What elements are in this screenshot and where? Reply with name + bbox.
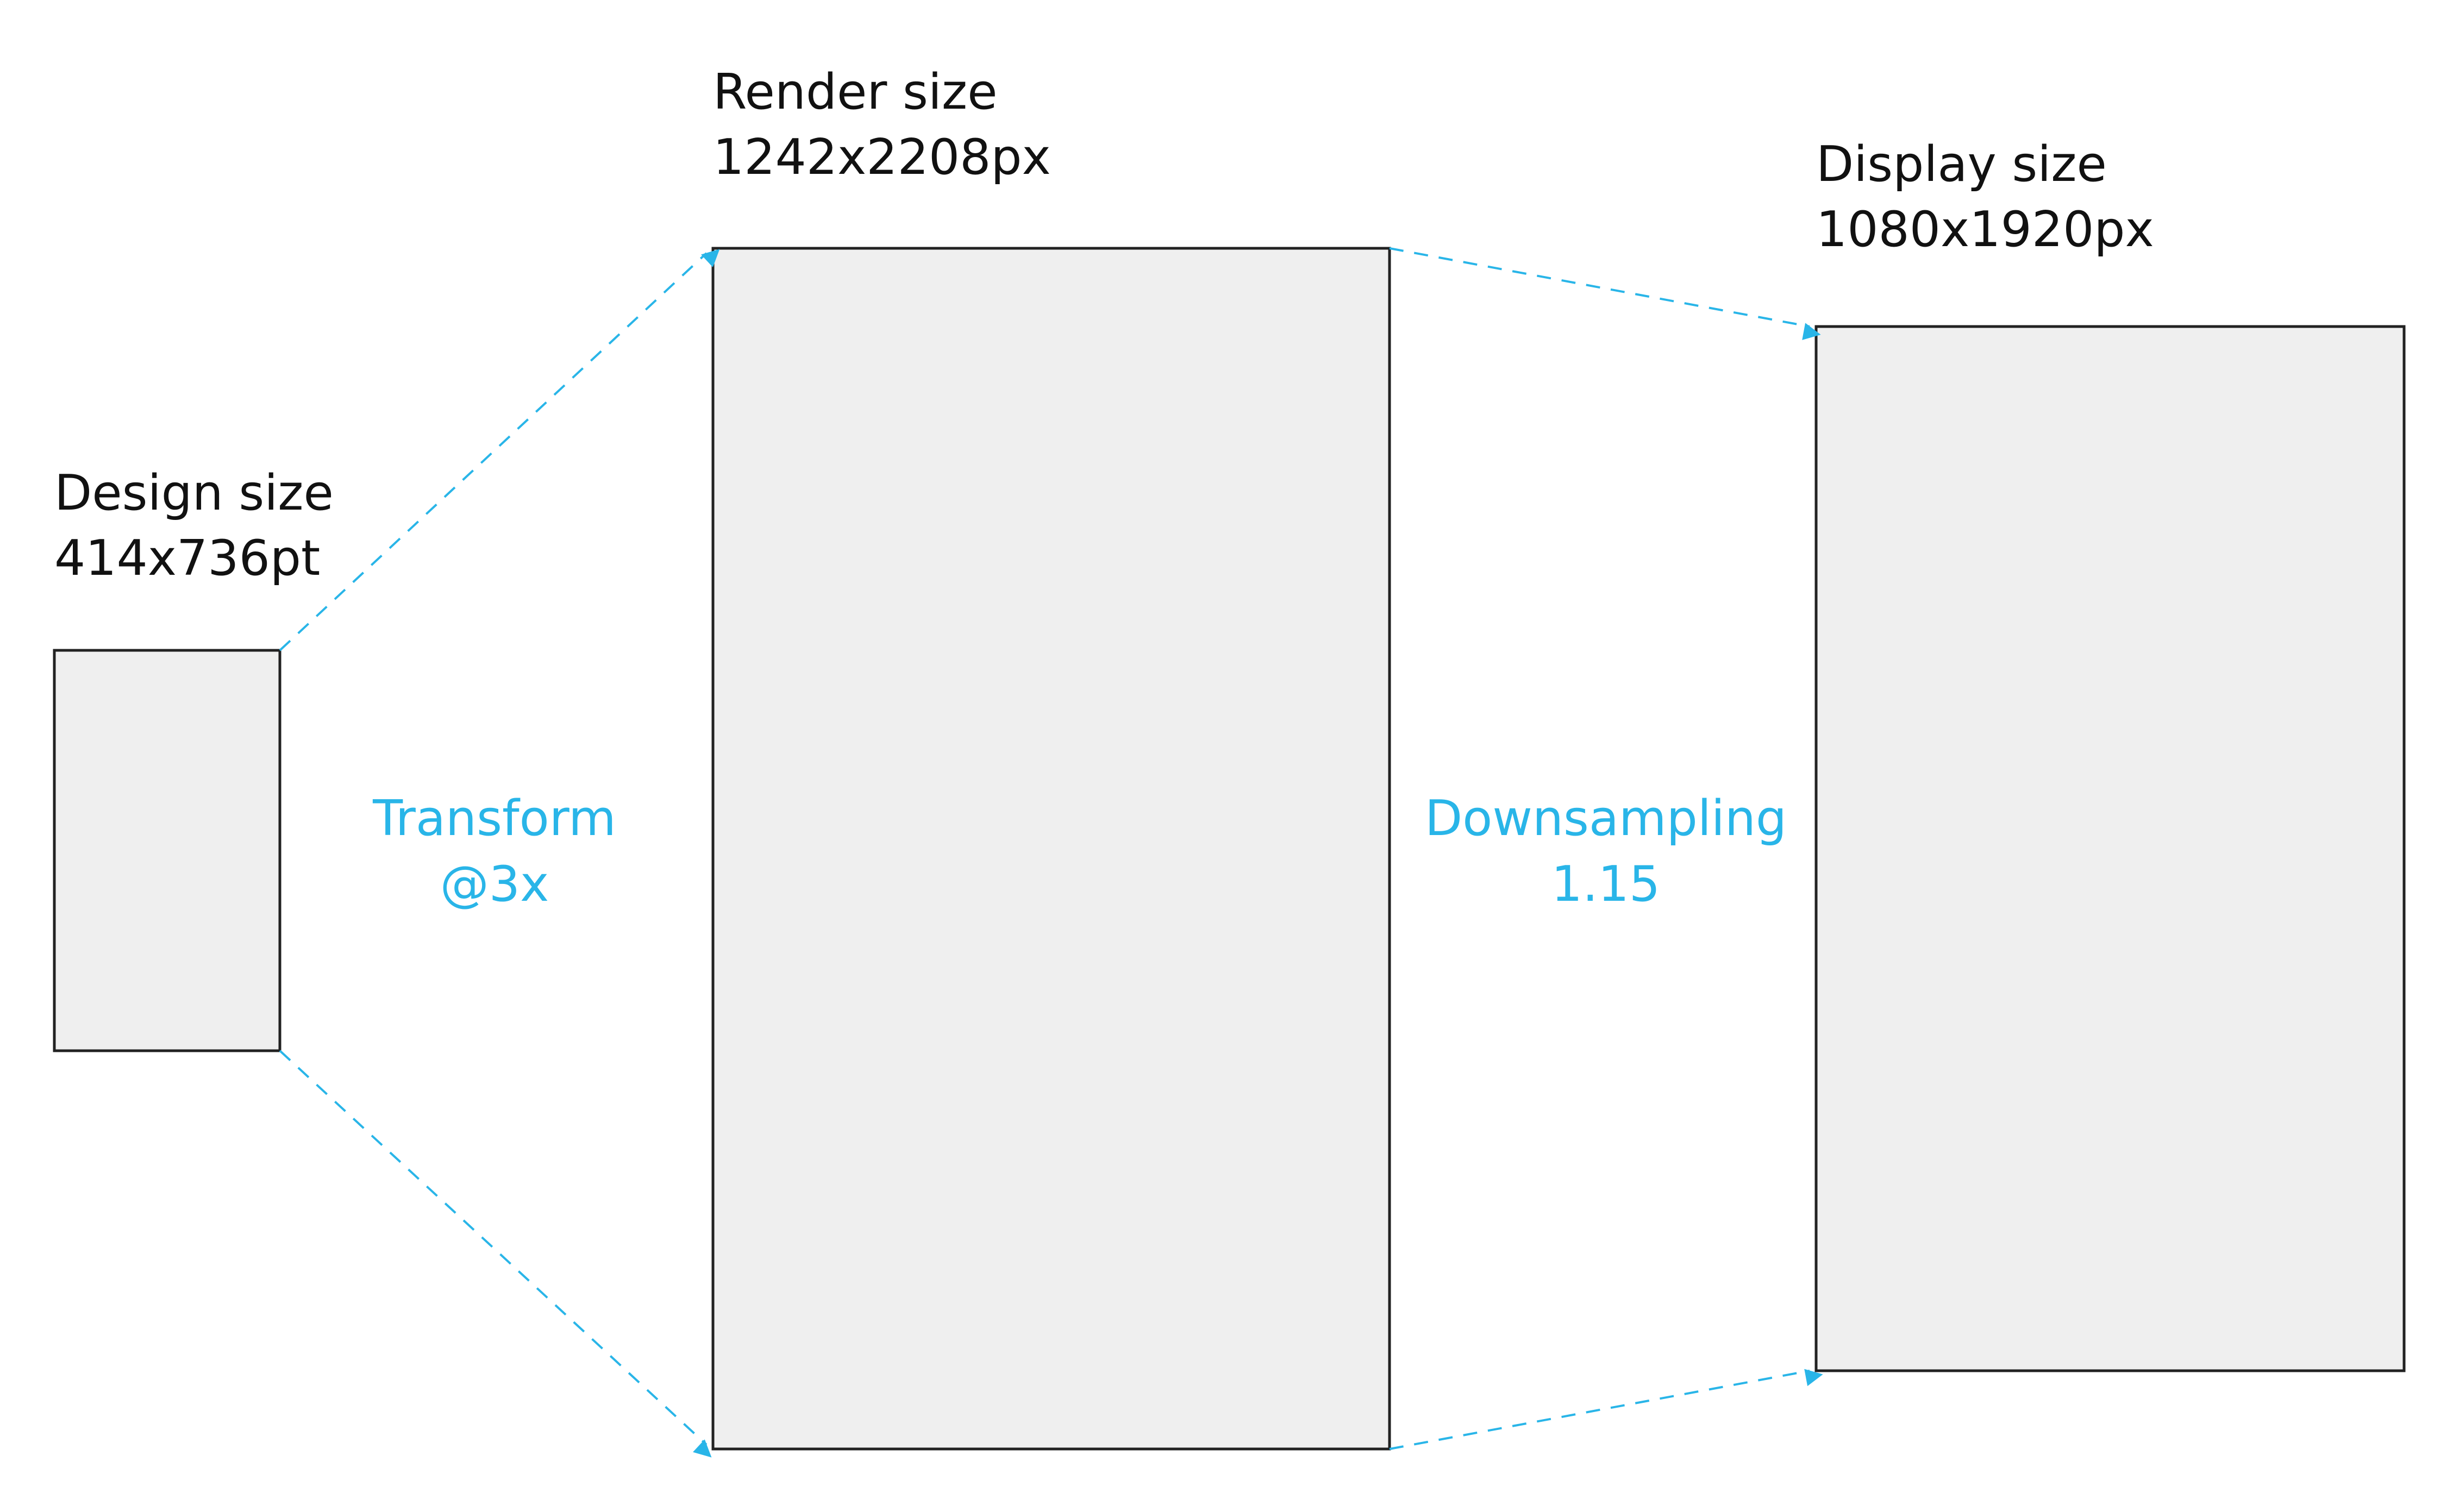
connector-design-to-render-bottom <box>279 1050 712 1458</box>
connector-render-to-display-bottom <box>1389 1369 1823 1450</box>
transform-label: Transform <box>372 790 616 847</box>
display-size-value: 1080x1920px <box>1816 201 2154 258</box>
connector-design-to-render-top <box>279 249 720 651</box>
design-size-value: 414x736pt <box>54 530 320 587</box>
downsampling-factor: 1.15 <box>1551 856 1660 913</box>
design-size-box <box>53 649 281 1052</box>
display-size-title: Display size <box>1816 136 2107 193</box>
display-size-box <box>1814 325 2406 1372</box>
render-size-value: 1242x2208px <box>713 129 1051 186</box>
render-size-title: Render size <box>713 64 998 121</box>
transform-factor: @3x <box>440 856 549 913</box>
design-size-title: Design size <box>54 465 334 522</box>
render-size-box <box>711 247 1391 1451</box>
connector-render-to-display-top <box>1389 247 1821 340</box>
downsampling-label: Downsampling <box>1425 790 1787 847</box>
